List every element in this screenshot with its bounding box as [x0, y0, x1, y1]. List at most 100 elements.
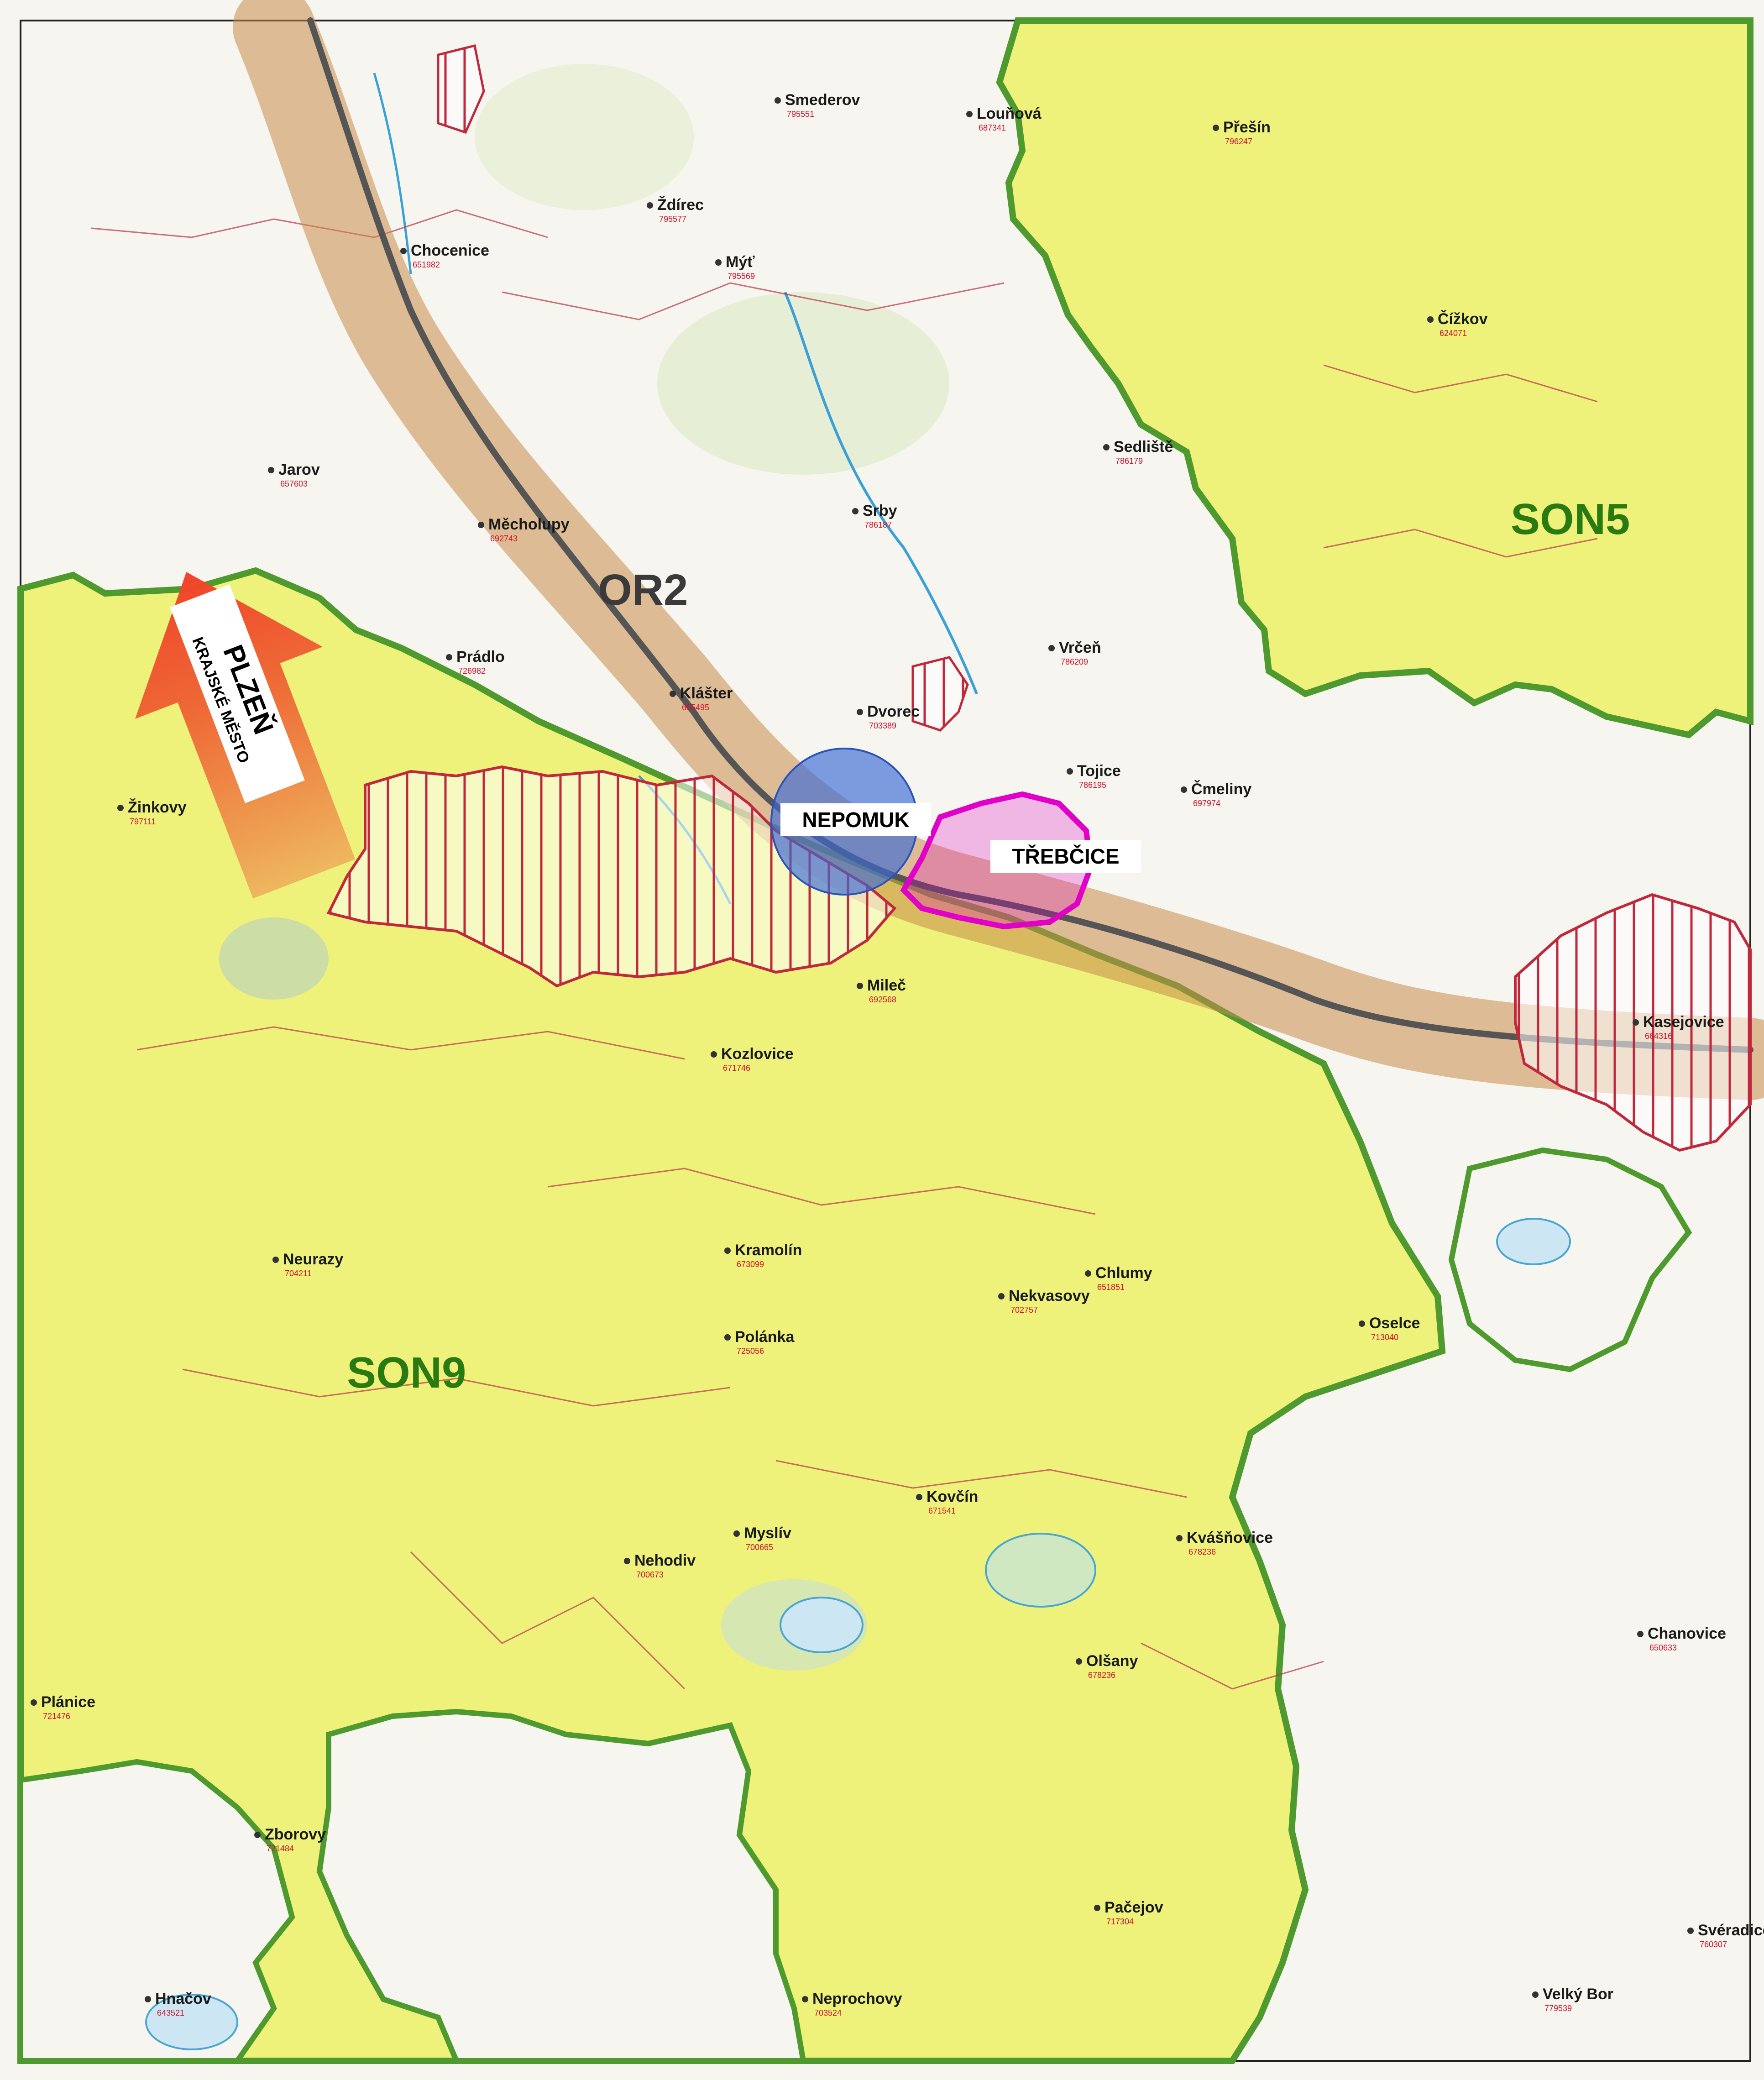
- town-dot: [1085, 1270, 1091, 1277]
- town-dot: [1048, 645, 1055, 651]
- town-name: Jarov: [278, 461, 320, 478]
- town-dot: [711, 1051, 717, 1058]
- town-name: Oselce: [1369, 1315, 1420, 1332]
- pond-kovcinsky: [985, 1533, 1096, 1608]
- town-name: Vrčeň: [1059, 639, 1101, 656]
- town-name: Kvášňovice: [1187, 1529, 1273, 1546]
- town-name: Srby: [863, 502, 897, 519]
- town-dot: [268, 467, 274, 473]
- town-dot: [647, 202, 653, 209]
- town-dot: [733, 1530, 740, 1537]
- town-name: Svéradice: [1698, 1922, 1764, 1939]
- town-dot: [998, 1293, 1005, 1299]
- trebcice-label-box: [990, 840, 1141, 873]
- town-code: 797111: [130, 817, 156, 826]
- son9-area: [17, 567, 1446, 2064]
- town-dot: [1633, 1019, 1639, 1026]
- white-island-southwest: [18, 1759, 295, 2064]
- town-code: 786209: [1061, 657, 1088, 666]
- town-name: Nehodiv: [634, 1552, 696, 1569]
- town-name: Smederov: [785, 91, 860, 109]
- town-code: 687341: [979, 123, 1006, 132]
- town-code: 713040: [1371, 1333, 1398, 1342]
- river-uslava: [784, 291, 978, 695]
- town-name: Velký Bor: [1543, 1986, 1613, 2003]
- town-name: Klášter: [680, 685, 733, 702]
- town-dot: [1427, 316, 1434, 323]
- town-dot: [670, 691, 676, 697]
- town-code: 795569: [728, 272, 755, 281]
- pond-velky-sirocí: [1496, 1218, 1571, 1265]
- town-code: 624071: [1439, 329, 1467, 338]
- town-dot: [1103, 444, 1110, 451]
- town-code: 664316: [1645, 1032, 1672, 1041]
- town-name: Pačejov: [1104, 1899, 1163, 1916]
- town-dot: [1637, 1631, 1644, 1637]
- town-code: 703524: [814, 2008, 842, 2017]
- town-name: Chocenice: [411, 242, 489, 259]
- town-name: Ždírec: [657, 196, 704, 214]
- town-labels: Chocenice651982Jarov657603Měcholupy69274…: [31, 91, 1764, 2017]
- town-code: 702757: [1010, 1305, 1038, 1315]
- town-code: 721484: [267, 1844, 294, 1853]
- town-name: Čmeliny: [1191, 780, 1251, 798]
- son9-label: SON9: [347, 1348, 466, 1397]
- town-code: 643521: [157, 2008, 184, 2017]
- town-code: 717304: [1106, 1917, 1134, 1926]
- town-dot: [1176, 1535, 1183, 1541]
- town-dot: [724, 1247, 731, 1254]
- town-code: 671746: [723, 1064, 750, 1073]
- town-code: 665495: [682, 703, 709, 712]
- town-dot: [1359, 1320, 1365, 1327]
- forest-patch: [475, 64, 694, 210]
- town-name: Mýť: [726, 253, 755, 271]
- town-code: 692568: [869, 995, 896, 1004]
- town-name: Mileč: [867, 977, 906, 994]
- town-code: 697974: [1193, 799, 1220, 808]
- town-dot: [272, 1257, 279, 1263]
- town-name: Prádlo: [456, 648, 505, 665]
- town-code: 700673: [636, 1570, 664, 1579]
- town-dot: [478, 522, 484, 528]
- town-name: Kozlovice: [721, 1045, 794, 1063]
- town-dot: [802, 1996, 808, 2002]
- son5-area: [996, 17, 1754, 739]
- town-code: 700665: [746, 1543, 773, 1552]
- town-dot: [715, 259, 722, 266]
- town-dot: [446, 654, 452, 660]
- town-name: Polánka: [735, 1328, 795, 1346]
- town-name: Neprochovy: [812, 1990, 902, 2007]
- pond-myslivsky: [780, 1597, 864, 1653]
- town-name: Čížkov: [1438, 310, 1488, 328]
- town-name: Žinkovy: [128, 799, 187, 816]
- white-island-south: [316, 1708, 807, 2064]
- town-dot: [117, 805, 124, 811]
- town-dot: [254, 1832, 261, 1838]
- town-name: Kramolín: [735, 1242, 802, 1259]
- town-name: Neurazy: [283, 1251, 343, 1268]
- town-code: 725056: [737, 1346, 764, 1356]
- nepomuk-label-group: NEPOMUK: [780, 803, 931, 836]
- town-dot: [145, 1996, 151, 2002]
- town-dot: [916, 1494, 922, 1500]
- town-code: 678236: [1088, 1671, 1115, 1680]
- hatched-zone-nepomuk-west: [326, 765, 897, 988]
